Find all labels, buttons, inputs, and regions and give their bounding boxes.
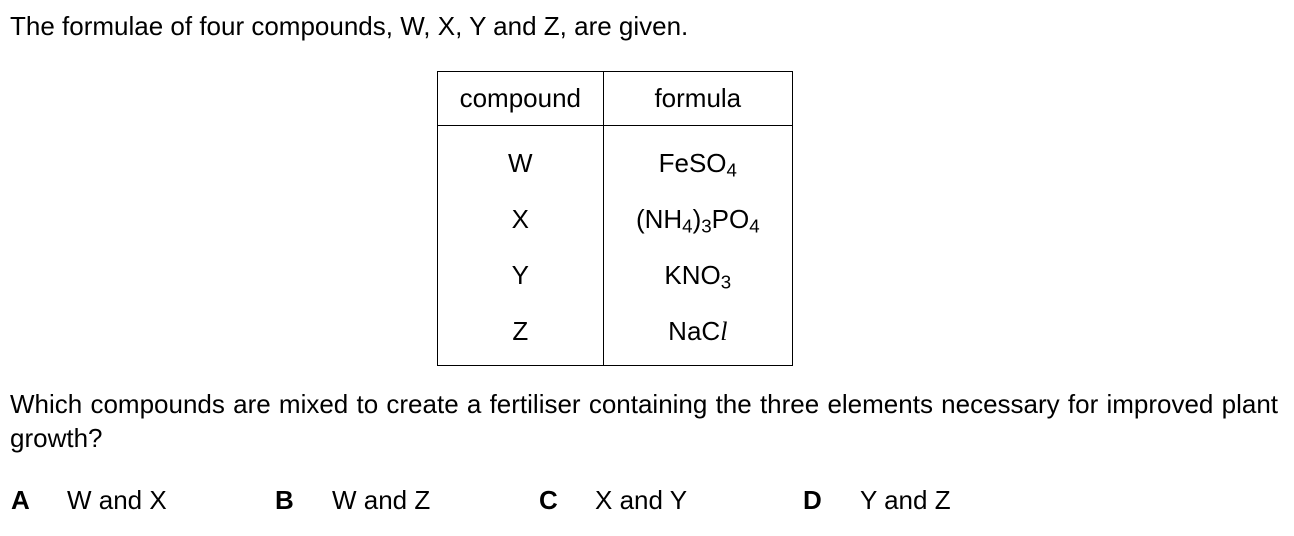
formula-text: ) [692, 203, 702, 234]
formula-subscript: 4 [726, 159, 737, 181]
header-formula: formula [603, 71, 793, 126]
formula-text: KNO [664, 259, 721, 290]
option-a-text: W and X [67, 485, 167, 515]
formula-text: NaC [668, 315, 721, 346]
formula-text: (NH [635, 203, 683, 234]
compound-cell: W [437, 125, 604, 191]
formula-subscript: 4 [682, 215, 693, 237]
formula-cell: NaCl [603, 303, 792, 366]
formula-text: FeSO [658, 147, 727, 178]
compounds-table: compound formula W FeSO4 X (NH4)3PO4 Y K… [437, 71, 793, 366]
formula-cell: (NH4)3PO4 [603, 191, 792, 247]
option-b-text: W and Z [332, 485, 431, 515]
formula-italic-symbol: l [720, 316, 728, 346]
formula-cell: KNO3 [603, 247, 792, 303]
option-d-letter: D [803, 485, 822, 515]
formula-cell: FeSO4 [603, 126, 792, 192]
formula-subscript: 3 [701, 215, 712, 237]
option-d-text: Y and Z [860, 485, 951, 515]
compound-cell: X [437, 191, 604, 247]
table-row: Y KNO3 [437, 247, 793, 303]
option-a-letter: A [11, 485, 30, 515]
table-row: W FeSO4 [437, 125, 793, 192]
option-c-text: X and Y [595, 485, 688, 515]
option-b-letter: B [275, 485, 294, 515]
header-compound: compound [437, 71, 604, 126]
intro-text: The formulae of four compounds, W, X, Y … [10, 11, 689, 41]
formula-text: PO [711, 203, 750, 234]
formula-subscript: 3 [720, 271, 732, 293]
formula-subscript: 4 [749, 215, 760, 237]
table-row: Z NaCl [437, 303, 793, 366]
compound-cell: Z [437, 303, 604, 366]
question-text: Which compounds are mixed to create a fe… [10, 389, 1278, 453]
compound-cell: Y [437, 247, 604, 303]
option-c-letter: C [539, 485, 558, 515]
table-row: X (NH4)3PO4 [437, 191, 793, 247]
table-header-row: compound formula [437, 71, 793, 126]
